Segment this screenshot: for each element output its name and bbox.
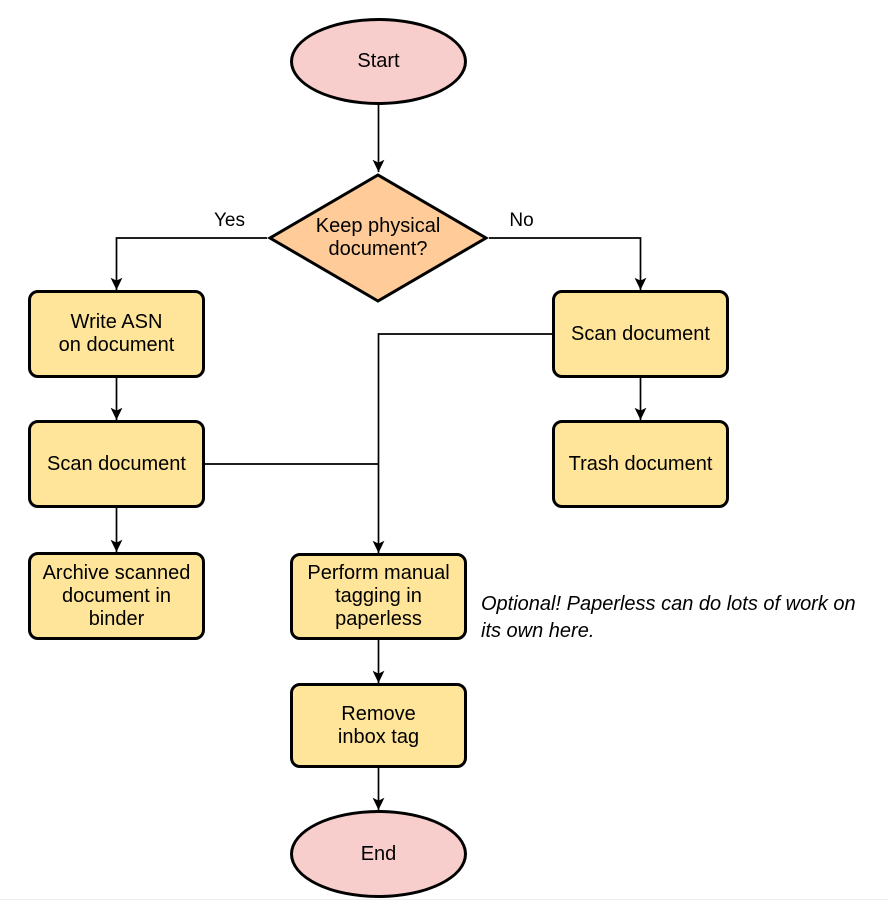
node-end-label: End [360,842,397,865]
node-write-asn-label: Write ASN on document [58,311,175,356]
node-write-asn: Write ASN on document [28,290,205,378]
node-archive-label: Archive scanned document in binder [42,561,191,630]
node-decision: Keep physical document? [267,172,489,304]
node-start-label: Start [357,50,400,72]
node-end: End [290,810,467,898]
node-start: Start [290,18,467,105]
edge-label-no: No [509,210,534,231]
note-text: Optional! Paperless can do lots of work … [481,593,856,642]
edge-decision-yes-to-write-asn [110,237,267,290]
diamond-shape [267,173,489,303]
node-tagging: Perform manual tagging in paperless [290,553,467,640]
node-trash: Trash document [552,420,729,508]
edge-scan-right-to-tagging [372,333,552,553]
node-scan-left: Scan document [28,420,205,508]
node-scan-right: Scan document [552,290,729,378]
node-scan-right-label: Scan document [571,322,710,345]
edge-label-yes: Yes [214,210,245,231]
node-decision-label: Keep physical document? [315,215,441,260]
node-archive: Archive scanned document in binder [28,552,205,640]
edge-decision-no-to-scan-right [489,237,647,290]
node-remove-inbox-label: Remove inbox tag [337,702,420,748]
bottom-divider [0,899,888,900]
node-trash-label: Trash document [568,452,713,475]
node-scan-left-label: Scan document [47,452,186,475]
node-tagging-label: Perform manual tagging in paperless [307,562,450,630]
node-remove-inbox: Remove inbox tag [290,683,467,768]
